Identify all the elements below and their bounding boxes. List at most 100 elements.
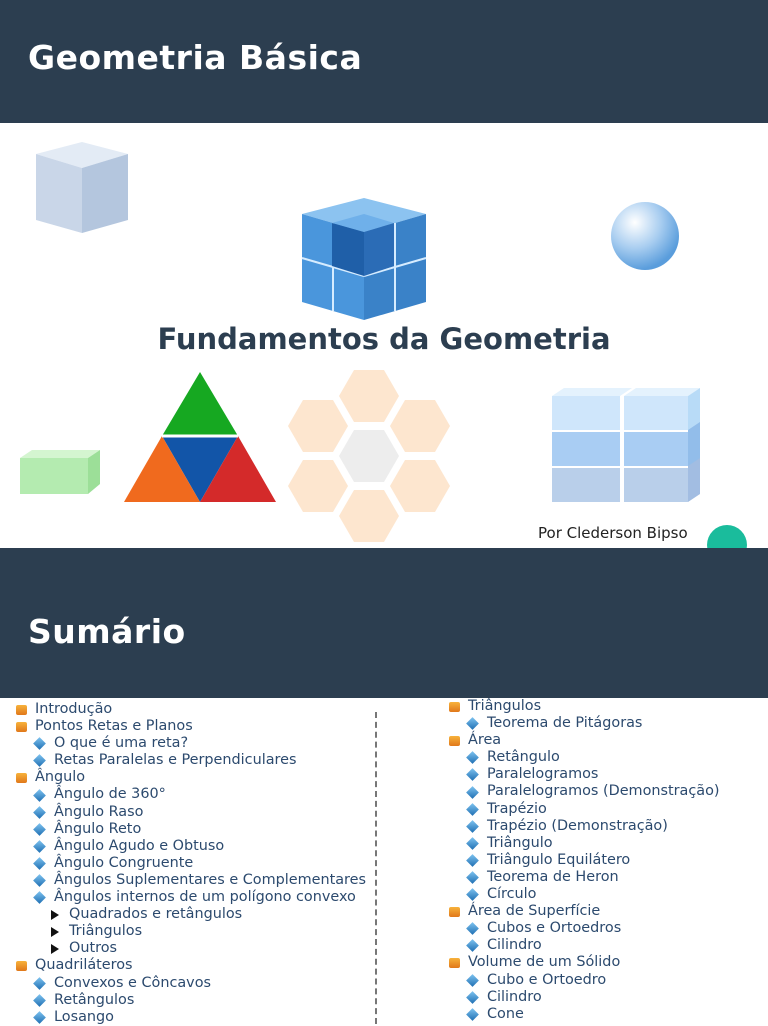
toc-item-label: Triângulos: [468, 698, 542, 714]
diamond-bullet-icon: [466, 768, 479, 782]
toc-item-label: Cilindro: [487, 988, 542, 1005]
slide1-header: Geometria Básica: [0, 0, 768, 123]
toc-item: Introdução: [16, 701, 366, 718]
blue-cube-cluster-illustration: [301, 198, 427, 320]
toc-item-label: Trapézio: [487, 800, 547, 817]
square-bullet-icon: [16, 772, 27, 783]
colored-triangle-illustration: [124, 372, 276, 502]
diamond-bullet-icon: [466, 1007, 479, 1021]
diamond-bullet-icon: [466, 854, 479, 867]
diamond-bullet-icon: [466, 785, 479, 799]
toc-item: Cone: [449, 1006, 720, 1023]
toc-item-label: Teorema de Pitágoras: [487, 715, 643, 732]
toc-item-label: Área: [468, 732, 502, 749]
toc-item: Cilindro: [449, 937, 720, 954]
toc-item: Ângulos Suplementares e Complementares: [16, 872, 366, 889]
toc-item-label: O que é uma reta?: [54, 735, 189, 752]
diamond-bullet-icon: [33, 1010, 46, 1024]
toc-item: Ângulo Agudo e Obtuso: [16, 838, 366, 855]
toc-item: Trapézio (Demonstração): [449, 818, 720, 835]
diamond-bullet-icon: [33, 857, 46, 870]
toc-item-label: Ângulo Agudo e Obtuso: [54, 837, 225, 854]
toc-item: Área: [449, 732, 720, 749]
toc-item: O que é uma reta?: [16, 735, 366, 752]
toc-item: Triângulo: [449, 835, 720, 852]
green-prism-illustration: [20, 450, 100, 494]
slide1-title: Geometria Básica: [28, 38, 363, 77]
toc-item-label: Quadrados e retângulos: [69, 906, 243, 923]
toc-item: Cubo e Ortoedro: [449, 972, 720, 989]
arrow-bullet-icon: [51, 926, 59, 937]
toc-item: Paralelogramos (Demonstração): [449, 783, 720, 800]
hexagon-flower-illustration: [288, 370, 450, 542]
stacked-blocks-illustration: [552, 388, 700, 502]
toc-item: Área de Superfície: [449, 903, 720, 920]
toc-item-label: Retângulos: [54, 991, 135, 1008]
diamond-bullet-icon: [33, 839, 46, 853]
pale-cube-illustration: [36, 142, 128, 233]
slide2-header: Sumário: [0, 548, 768, 698]
diamond-bullet-icon: [33, 737, 46, 751]
slide1-author: Por Clederson Bipso: [538, 524, 688, 542]
diamond-bullet-icon: [466, 922, 479, 936]
toc-item: Outros: [16, 940, 366, 957]
toc-item: Ângulo: [16, 769, 366, 786]
diamond-bullet-icon: [466, 802, 479, 816]
toc-item-label: Retas Paralelas e Perpendiculares: [54, 752, 297, 769]
toc-item-label: Área de Superfície: [468, 903, 601, 920]
toc-item-label: Introdução: [35, 701, 113, 717]
square-bullet-icon: [449, 957, 460, 968]
toc-item: Retângulo: [449, 749, 720, 766]
toc-item: Teorema de Heron: [449, 869, 720, 886]
toc-item: Quadrados e retângulos: [16, 906, 366, 923]
diamond-bullet-icon: [33, 993, 46, 1007]
toc-item-label: Triângulo Equilátero: [487, 851, 631, 868]
sphere-illustration: [611, 202, 679, 270]
diamond-bullet-icon: [466, 888, 479, 901]
toc-item-label: Pontos Retas e Planos: [35, 718, 193, 735]
diamond-bullet-icon: [466, 990, 479, 1004]
toc-item: Pontos Retas e Planos: [16, 718, 366, 735]
square-bullet-icon: [16, 721, 27, 732]
toc-item-label: Ângulo: [35, 769, 86, 786]
toc-column-divider: [375, 712, 377, 1024]
toc-item-label: Ângulos Suplementares e Complementares: [54, 871, 367, 888]
toc-item: Triângulos: [449, 698, 720, 715]
toc-item: Ângulo de 360°: [16, 786, 366, 803]
toc-item-label: Cubo e Ortoedro: [487, 971, 607, 988]
toc-item: Cilindro: [449, 989, 720, 1006]
toc-item-label: Convexos e Côncavos: [54, 974, 211, 991]
toc-item-label: Retângulo: [487, 749, 560, 766]
diamond-bullet-icon: [33, 788, 46, 802]
toc-item-label: Ângulo Reto: [54, 820, 142, 837]
toc-item-label: Trapézio (Demonstração): [487, 817, 668, 834]
toc-item: Ângulo Reto: [16, 821, 366, 838]
diamond-bullet-icon: [466, 836, 479, 850]
toc-item: Retângulos: [16, 992, 366, 1009]
toc-item-label: Volume de um Sólido: [468, 954, 621, 971]
diamond-bullet-icon: [466, 973, 479, 987]
toc-item: Trapézio: [449, 801, 720, 818]
diamond-bullet-icon: [33, 874, 46, 887]
toc-item: Volume de um Sólido: [449, 954, 720, 971]
square-bullet-icon: [449, 701, 460, 712]
toc-item-label: Triângulos: [69, 923, 143, 940]
toc-item-label: Cubos e Ortoedros: [487, 920, 622, 937]
toc-item: Convexos e Côncavos: [16, 975, 366, 992]
toc-item-label: Teorema de Heron: [487, 868, 619, 885]
toc-item: Retas Paralelas e Perpendiculares: [16, 752, 366, 769]
toc-item: Círculo: [449, 886, 720, 903]
toc-item-label: Ângulo Congruente: [54, 854, 194, 871]
square-bullet-icon: [16, 704, 27, 715]
diamond-bullet-icon: [33, 754, 46, 768]
toc-item-label: Ângulo Raso: [54, 803, 144, 820]
square-bullet-icon: [449, 906, 460, 917]
toc-item-label: Triângulo: [487, 834, 553, 851]
diamond-bullet-icon: [33, 805, 46, 819]
diamond-bullet-icon: [466, 939, 479, 953]
toc-item-label: Cone: [487, 1005, 524, 1022]
diamond-bullet-icon: [33, 976, 46, 990]
toc-item: Ângulos internos de um polígono convexo: [16, 889, 366, 906]
